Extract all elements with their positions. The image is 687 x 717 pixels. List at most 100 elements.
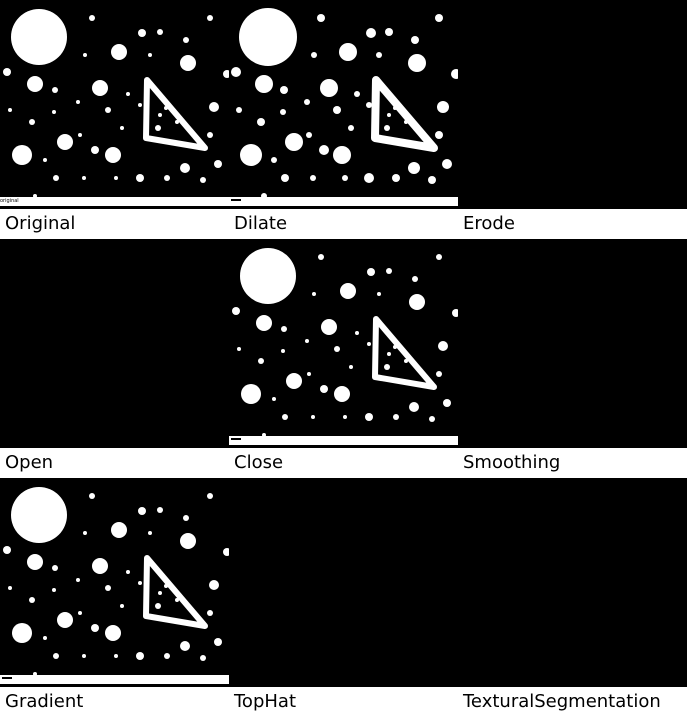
scene-dot <box>200 177 206 183</box>
scene-dot <box>27 554 43 570</box>
scene-dot <box>82 654 86 658</box>
triangle-inner-dot <box>393 345 397 349</box>
scene-dot <box>111 522 127 538</box>
scene-dot <box>256 315 272 331</box>
scene-dot <box>255 75 273 93</box>
scene-dot <box>11 9 67 65</box>
triangle-inner-dot <box>384 125 390 131</box>
scene-dot <box>307 372 311 376</box>
scene-dot <box>57 134 73 150</box>
triangle-inner-dot <box>155 125 161 131</box>
scene-dot <box>319 145 329 155</box>
scene-dot <box>318 254 324 260</box>
scene-dot <box>435 131 443 139</box>
scene-dot <box>349 365 353 369</box>
image-smoothing <box>458 239 687 448</box>
scene-dot <box>320 79 338 97</box>
scene-triangle <box>143 555 208 629</box>
scene-dot <box>366 102 372 108</box>
scene-dot <box>272 397 276 401</box>
triangle-inner-dot <box>158 113 162 117</box>
scene-dot <box>27 76 43 92</box>
scene-dot <box>311 52 317 58</box>
scene-dot <box>311 415 315 419</box>
scene-dot <box>364 173 374 183</box>
scene-dot <box>451 69 458 79</box>
image-tophat <box>229 478 458 687</box>
scene-dot <box>393 414 399 420</box>
scene-dot <box>282 414 288 420</box>
scene-dot <box>183 515 189 521</box>
scene-dot <box>367 268 375 276</box>
scene-dot <box>180 55 196 71</box>
scene-dot <box>214 638 222 646</box>
scene-dot <box>83 531 87 535</box>
panel-label-dilate: Dilate <box>229 209 458 239</box>
scene-dot <box>207 493 213 499</box>
scene-dot <box>436 371 442 377</box>
scene-dot <box>209 102 219 112</box>
scene-dot <box>120 604 124 608</box>
scene-dot <box>78 133 82 137</box>
scene-dot <box>442 159 452 169</box>
scene-dot <box>76 578 80 582</box>
scene-dot <box>57 612 73 628</box>
triangle-inner-dot <box>164 584 168 588</box>
scene-dot <box>114 176 118 180</box>
scene-dot <box>333 146 351 164</box>
scene-dot <box>120 126 124 130</box>
scene-dot <box>239 8 297 66</box>
scene-dot <box>105 147 121 163</box>
scene-dot <box>52 588 56 592</box>
scene-dot <box>52 565 58 571</box>
scene-dot <box>280 86 288 94</box>
scene-dot <box>11 487 67 543</box>
scene-triangle <box>371 76 438 152</box>
panel-label-erode: Erode <box>458 209 687 239</box>
scene-dot <box>8 586 12 590</box>
panel-close: Close <box>229 239 458 478</box>
scene-dot <box>365 413 373 421</box>
image-close <box>229 239 458 448</box>
scene-dot <box>214 160 222 168</box>
scene-dot <box>105 585 111 591</box>
panel-tophat: TopHat <box>229 478 458 717</box>
scene-dot <box>333 106 341 114</box>
image-footer-bar <box>0 675 229 684</box>
footer-dash <box>2 677 12 679</box>
image-footer-bar <box>229 197 458 206</box>
scene-dot <box>281 174 289 182</box>
scene-dot <box>29 119 35 125</box>
scene-dot <box>334 386 350 402</box>
triangle-inner-dot <box>164 106 168 110</box>
panel-label-texturalsegmentation: TexturalSegmentation <box>458 687 687 717</box>
scene-dot <box>91 624 99 632</box>
scene-dot <box>183 37 189 43</box>
triangle-inner-dot <box>387 352 391 356</box>
scene-dot <box>412 276 418 282</box>
scene-dot <box>241 384 261 404</box>
scene-dot <box>436 254 442 260</box>
scene-dot <box>92 80 108 96</box>
scene-triangle <box>372 316 437 390</box>
image-original: original <box>0 0 229 209</box>
scene-dot <box>126 570 130 574</box>
scene-dot <box>89 15 95 21</box>
scene-dot <box>317 14 325 22</box>
footer-dash <box>231 438 241 440</box>
image-erode <box>458 0 687 209</box>
scene-dot <box>82 176 86 180</box>
scene-dot <box>377 292 381 296</box>
scene-dot <box>340 283 356 299</box>
scene-dot <box>8 108 12 112</box>
scene-dot <box>200 655 206 661</box>
scene-triangle <box>143 77 208 151</box>
scene-dot <box>385 28 393 36</box>
scene-dot <box>312 292 316 296</box>
scene-dot <box>320 385 328 393</box>
image-footer-bar <box>229 436 458 445</box>
triangle-inner-dot <box>404 359 408 363</box>
panel-smoothing: Smoothing <box>458 239 687 478</box>
scene-dot <box>136 174 144 182</box>
triangle-inner-dot <box>175 120 179 124</box>
